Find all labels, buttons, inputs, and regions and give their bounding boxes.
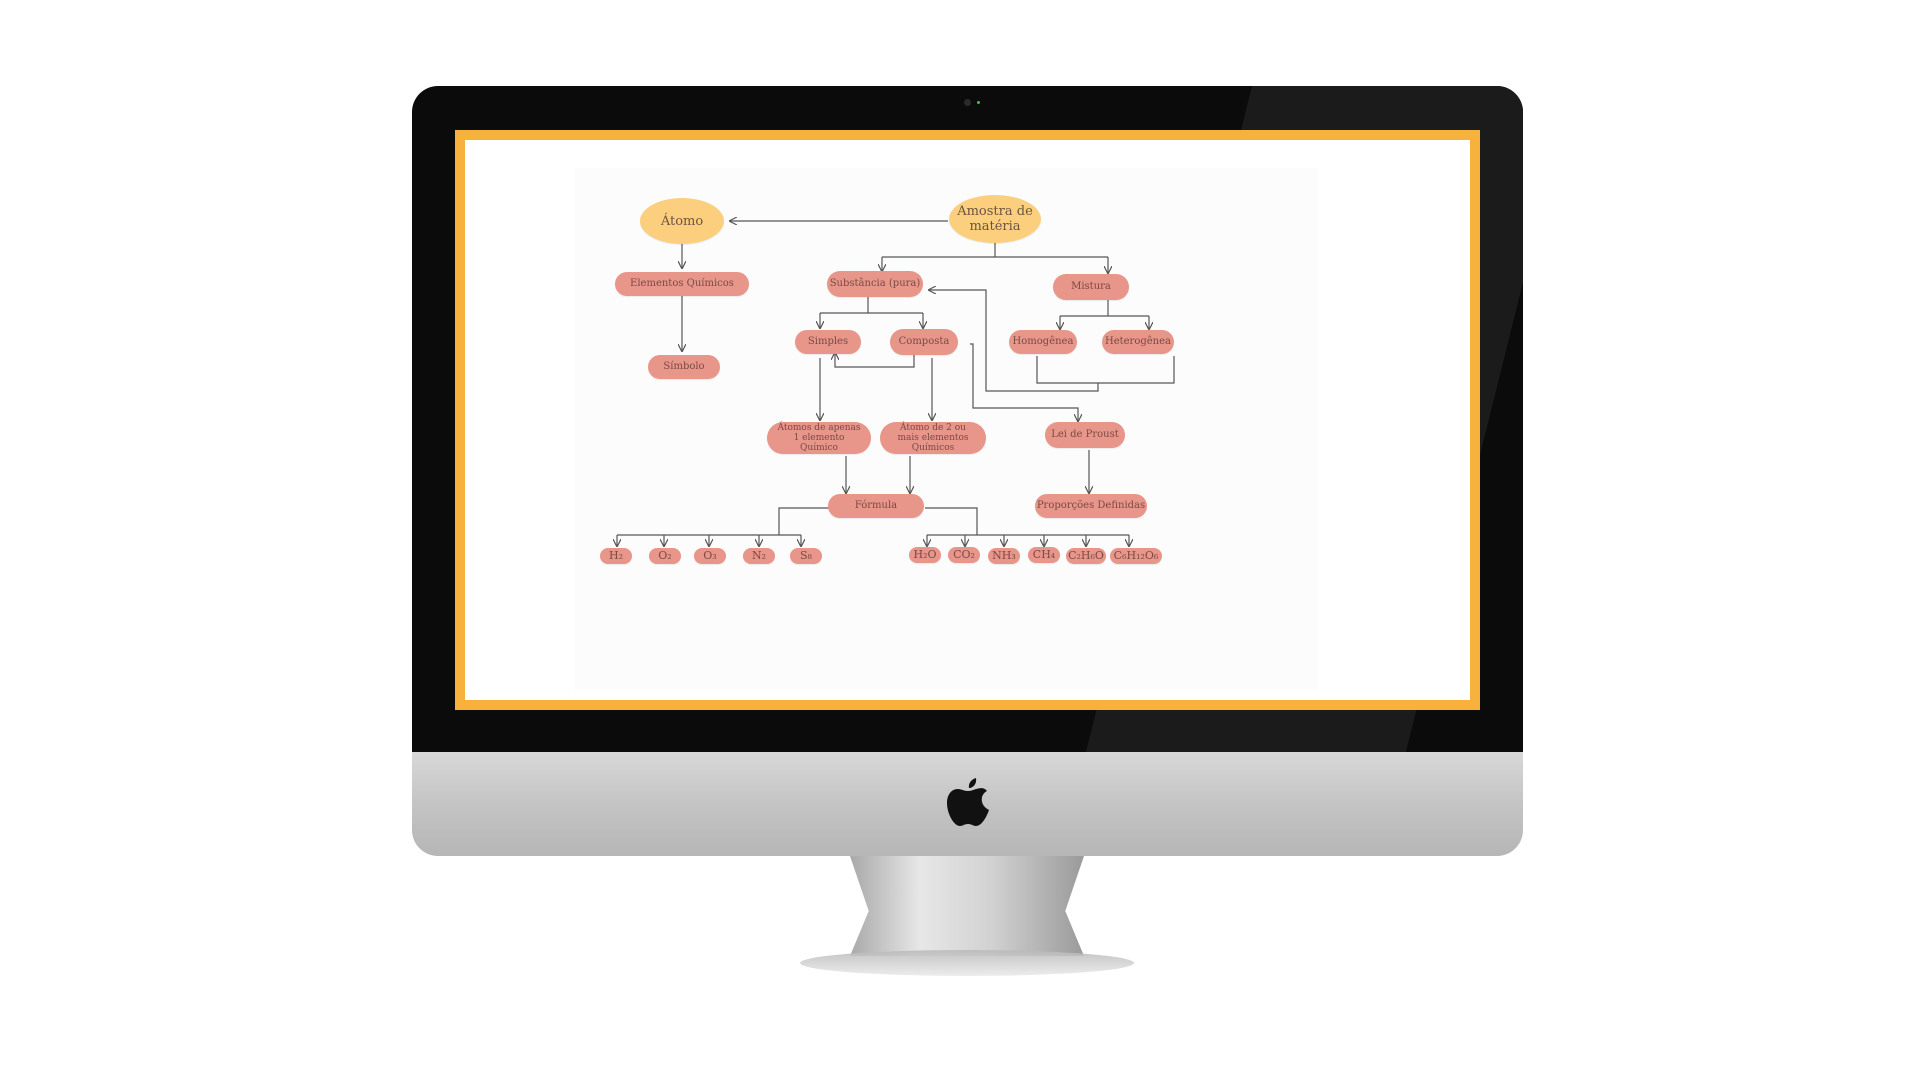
formula-compound-3: NH₃ bbox=[988, 548, 1020, 564]
formula-compound-1: H₂O bbox=[909, 547, 941, 563]
node-simples: Simples bbox=[795, 330, 861, 354]
node-lei-proust: Lei de Proust bbox=[1045, 422, 1125, 448]
formula-simple-3: O₃ bbox=[694, 548, 726, 564]
node-simbolo: Símbolo bbox=[648, 355, 720, 379]
formula-simple-1: H₂ bbox=[600, 548, 632, 564]
node-composta: Composta bbox=[890, 329, 958, 355]
formula-simple-2: O₂ bbox=[649, 548, 681, 564]
node-substancia: Substância (pura) bbox=[827, 271, 923, 297]
formula-compound-4: CH₄ bbox=[1028, 547, 1060, 563]
monitor-stand bbox=[850, 856, 1084, 956]
node-proporcoes: Proporções Definidas bbox=[1035, 494, 1147, 518]
screen-frame: Átomo Amostra de matéria Elementos Quími… bbox=[455, 130, 1480, 710]
camera-led bbox=[977, 101, 980, 104]
node-formula: Fórmula bbox=[828, 494, 924, 518]
apple-logo-icon bbox=[947, 778, 989, 826]
monitor-chin bbox=[412, 752, 1523, 856]
formula-compound-2: CO₂ bbox=[948, 547, 980, 563]
formula-compound-6: C₆H₁₂O₆ bbox=[1110, 548, 1162, 564]
concept-map: Átomo Amostra de matéria Elementos Quími… bbox=[574, 168, 1318, 690]
node-amostra: Amostra de matéria bbox=[949, 195, 1041, 243]
connector-lines bbox=[574, 168, 1175, 690]
formula-simple-5: S₈ bbox=[790, 548, 822, 564]
node-homogenea: Homogênea bbox=[1009, 330, 1077, 354]
node-atomos-um: Átomos de apenas 1 elemento Químico bbox=[767, 422, 871, 454]
node-heterogenea: Heterogênea bbox=[1102, 330, 1174, 354]
formula-simple-4: N₂ bbox=[743, 548, 775, 564]
camera-icon bbox=[964, 99, 971, 106]
node-elementos: Elementos Químicos bbox=[615, 272, 749, 296]
formula-compound-5: C₂H₆O bbox=[1066, 548, 1106, 564]
node-atomos-dois: Átomo de 2 ou mais elementos Químicos bbox=[880, 422, 986, 454]
monitor-stand-base bbox=[800, 950, 1134, 976]
screen: Átomo Amostra de matéria Elementos Quími… bbox=[465, 140, 1470, 700]
node-mistura: Mistura bbox=[1053, 274, 1129, 300]
node-atomo: Átomo bbox=[640, 198, 724, 244]
